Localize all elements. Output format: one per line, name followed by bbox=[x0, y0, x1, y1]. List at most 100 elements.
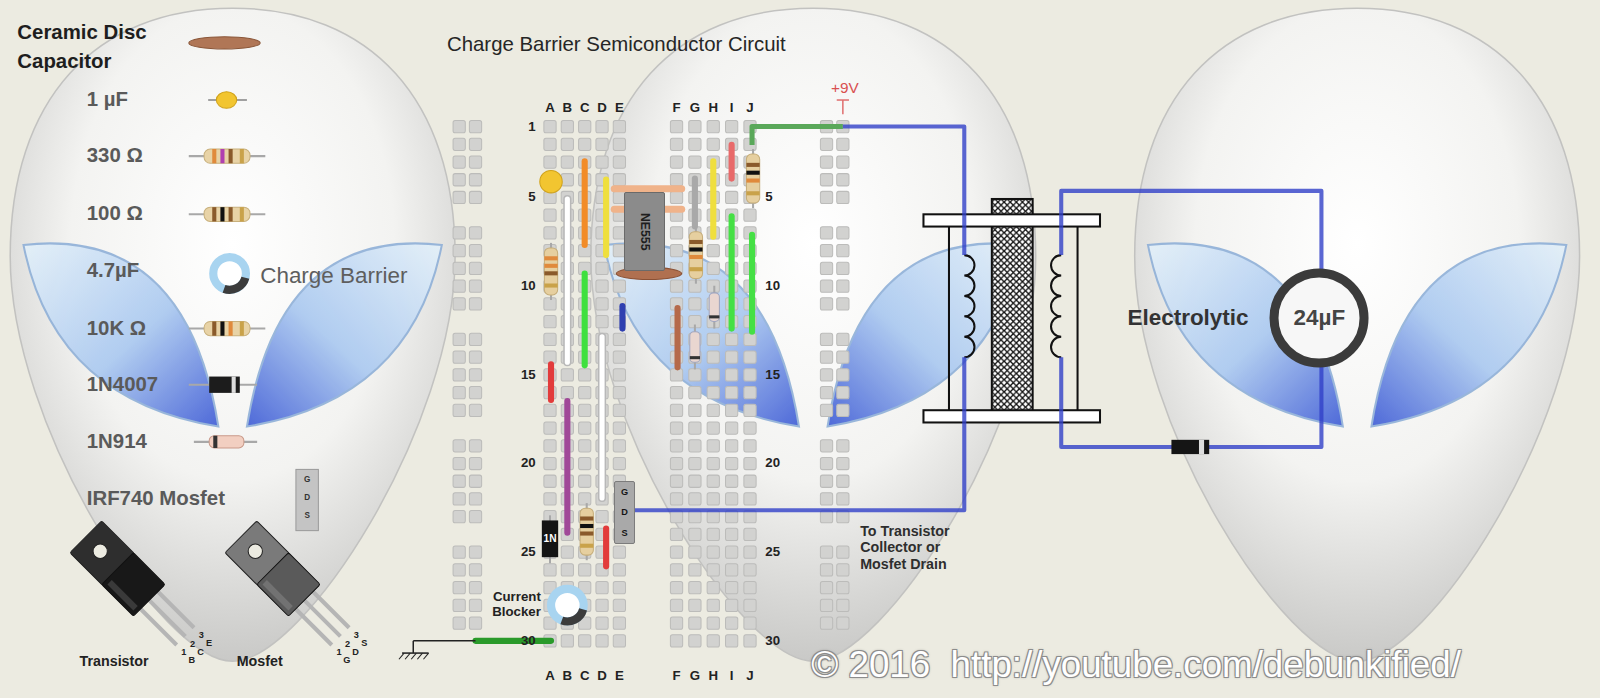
column-letter: J bbox=[746, 101, 753, 116]
rail-hole bbox=[837, 138, 849, 150]
ground-symbol bbox=[399, 653, 404, 659]
rail-hole bbox=[469, 156, 481, 168]
package-lead bbox=[139, 608, 177, 646]
breadboard-hole bbox=[613, 333, 625, 345]
breadboard-hole bbox=[670, 617, 682, 629]
pin-name: S bbox=[361, 638, 367, 649]
resistor-band bbox=[229, 207, 233, 221]
column-letter: D bbox=[597, 101, 607, 116]
breadboard-hole bbox=[670, 138, 682, 150]
wire bbox=[1061, 191, 1321, 272]
breadboard-hole bbox=[613, 422, 625, 434]
transformer-core bbox=[992, 199, 1033, 413]
rail-hole bbox=[820, 156, 832, 168]
column-letter: A bbox=[545, 101, 555, 116]
rail-hole bbox=[820, 617, 832, 629]
primary-coil bbox=[964, 255, 974, 357]
rail-hole bbox=[820, 493, 832, 505]
pin-number: 2 bbox=[190, 638, 195, 649]
rail-hole bbox=[837, 457, 849, 469]
legend-text: 10K Ω bbox=[87, 317, 146, 340]
breadboard-hole bbox=[579, 475, 591, 487]
breadboard-hole bbox=[670, 564, 682, 576]
package-body bbox=[257, 553, 320, 616]
rail-hole bbox=[453, 138, 465, 150]
secondary-coil bbox=[1051, 255, 1061, 357]
diode bbox=[1171, 440, 1209, 454]
diode bbox=[542, 520, 558, 557]
rail-hole bbox=[453, 511, 465, 523]
breadboard-hole bbox=[726, 369, 738, 381]
breadboard-hole bbox=[726, 457, 738, 469]
breadboard-hole bbox=[561, 120, 573, 132]
ground-wire bbox=[413, 640, 475, 642]
rail-hole bbox=[837, 386, 849, 398]
resistor bbox=[689, 232, 702, 279]
row-number: 30 bbox=[765, 633, 780, 648]
jumper-wire bbox=[692, 179, 698, 227]
rail-hole bbox=[837, 156, 849, 168]
row-number: 20 bbox=[521, 456, 536, 471]
transformer-plate bbox=[923, 410, 1100, 422]
resistor-band bbox=[220, 207, 224, 221]
alien-eye bbox=[1371, 243, 1566, 426]
resistor-band bbox=[746, 179, 759, 183]
breadboard-hole bbox=[579, 635, 591, 647]
breadboard-hole bbox=[613, 280, 625, 292]
breadboard-hole bbox=[670, 493, 682, 505]
resistor-band bbox=[746, 191, 759, 195]
wire bbox=[1061, 357, 1321, 447]
breadboard-hole bbox=[707, 262, 719, 274]
row-number: 30 bbox=[521, 633, 536, 648]
diode-band bbox=[232, 377, 236, 393]
breadboard-hole bbox=[613, 599, 625, 611]
rail-hole bbox=[469, 298, 481, 310]
jumper-wire bbox=[582, 273, 588, 365]
breadboard-hole bbox=[670, 582, 682, 594]
resistor-band bbox=[229, 149, 233, 163]
part-label: Mosfet bbox=[237, 653, 283, 669]
part-marking: 1N bbox=[543, 533, 556, 545]
breadboard-hole bbox=[744, 599, 756, 611]
breadboard-hole bbox=[544, 493, 556, 505]
breadboard-hole bbox=[744, 493, 756, 505]
rail-hole bbox=[837, 298, 849, 310]
resistor-symbol bbox=[204, 149, 250, 163]
breadboard-hole bbox=[726, 493, 738, 505]
rail-hole bbox=[469, 457, 481, 469]
breadboard-hole bbox=[544, 120, 556, 132]
disc-capacitor-symbol bbox=[189, 37, 260, 49]
rail-hole bbox=[453, 369, 465, 381]
pin-name: D bbox=[304, 493, 310, 502]
legend-text: 1N914 bbox=[87, 430, 147, 453]
breadboard-hole bbox=[726, 528, 738, 540]
rail-hole bbox=[837, 227, 849, 239]
column-letter: G bbox=[690, 101, 700, 116]
breadboard-hole bbox=[689, 156, 701, 168]
resistor-symbol bbox=[204, 207, 250, 221]
ground-symbol bbox=[411, 653, 416, 659]
rail-hole bbox=[453, 156, 465, 168]
breadboard-hole bbox=[707, 138, 719, 150]
resistor-band bbox=[544, 264, 557, 268]
breadboard-hole bbox=[726, 333, 738, 345]
breadboard-hole bbox=[707, 617, 719, 629]
transformer bbox=[923, 199, 1100, 422]
breadboard-hole bbox=[561, 138, 573, 150]
components bbox=[399, 100, 849, 659]
breadboard-hole bbox=[707, 457, 719, 469]
breadboard-hole bbox=[561, 156, 573, 168]
breadboard-hole bbox=[689, 635, 701, 647]
row-number: 15 bbox=[765, 367, 780, 382]
breadboard-hole bbox=[561, 369, 573, 381]
callout: Current Blocker bbox=[476, 589, 541, 620]
ic-chip: NE555 bbox=[624, 192, 665, 272]
breadboard-hole bbox=[707, 564, 719, 576]
breadboard-hole bbox=[613, 617, 625, 629]
rail-hole bbox=[453, 599, 465, 611]
resistor-band bbox=[220, 149, 224, 163]
breadboard-hole bbox=[544, 440, 556, 452]
legend-text: 1N4007 bbox=[87, 373, 158, 396]
rail-hole bbox=[469, 333, 481, 345]
rail-hole bbox=[837, 262, 849, 274]
